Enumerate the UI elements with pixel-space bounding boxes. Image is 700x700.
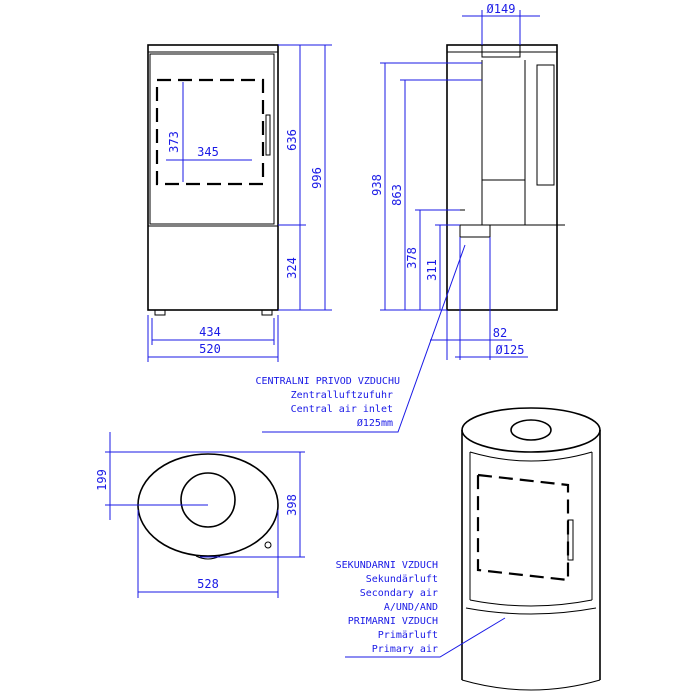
svg-text:Zentralluftzufuhr: Zentralluftzufuhr [291, 390, 393, 401]
dim-inlet-diameter: Ø125 [496, 343, 525, 357]
dim-height-311: 311 [425, 259, 439, 281]
svg-text:Primärluft: Primärluft [378, 630, 438, 641]
air-inlet [459, 224, 491, 238]
svg-text:Central air inlet: Central air inlet [291, 404, 393, 415]
dim-height-378: 378 [405, 247, 419, 269]
perspective-view [461, 407, 601, 691]
door-handle [265, 114, 271, 156]
flue-outlet [481, 44, 521, 58]
dim-height-938: 938 [370, 174, 384, 196]
side-view [446, 44, 565, 311]
dim-depth-half: 199 [95, 469, 109, 491]
central-air-label: CENTRALNI PRIVOD VZDUCHU Zentralluftzufu… [256, 244, 466, 433]
front-dimensions: 373 345 636 996 324 434 520 [147, 44, 332, 362]
flue-circle [180, 472, 236, 528]
dim-door-width: 345 [197, 145, 219, 159]
door-window-outline [155, 78, 265, 186]
dim-total-height: 996 [310, 167, 324, 189]
svg-text:SEKUNDARNI VZDUCH: SEKUNDARNI VZDUCH [336, 560, 438, 571]
svg-text:Primary air: Primary air [372, 644, 438, 655]
top-view: 199 398 528 [95, 432, 305, 598]
dim-door-height: 373 [167, 131, 181, 153]
svg-text:Secondary air: Secondary air [360, 588, 438, 599]
dim-top-width: 528 [197, 577, 219, 591]
front-view [147, 44, 279, 316]
dim-inner-width: 434 [199, 325, 221, 339]
svg-text:CENTRALNI PRIVOD VZDUCHU: CENTRALNI PRIVOD VZDUCHU [256, 376, 401, 387]
dim-height-863: 863 [390, 184, 404, 206]
dim-flue-diameter: Ø149 [487, 2, 516, 16]
dim-lower-height: 324 [285, 257, 299, 279]
dim-total-width: 520 [199, 342, 221, 356]
svg-text:Ø125mm: Ø125mm [357, 417, 393, 429]
svg-text:A/UND/AND: A/UND/AND [384, 602, 438, 613]
svg-text:Sekundärluft: Sekundärluft [366, 574, 438, 585]
dim-depth-82: 82 [493, 326, 507, 340]
svg-text:PRIMARNI VZDUCH: PRIMARNI VZDUCH [348, 616, 438, 627]
side-dimensions: Ø149 938 863 378 311 82 Ø125 [370, 2, 540, 360]
dim-upper-height: 636 [285, 129, 299, 151]
dim-top-depth: 398 [285, 494, 299, 516]
air-label: SEKUNDARNI VZDUCH Sekundärluft Secondary… [336, 560, 506, 658]
